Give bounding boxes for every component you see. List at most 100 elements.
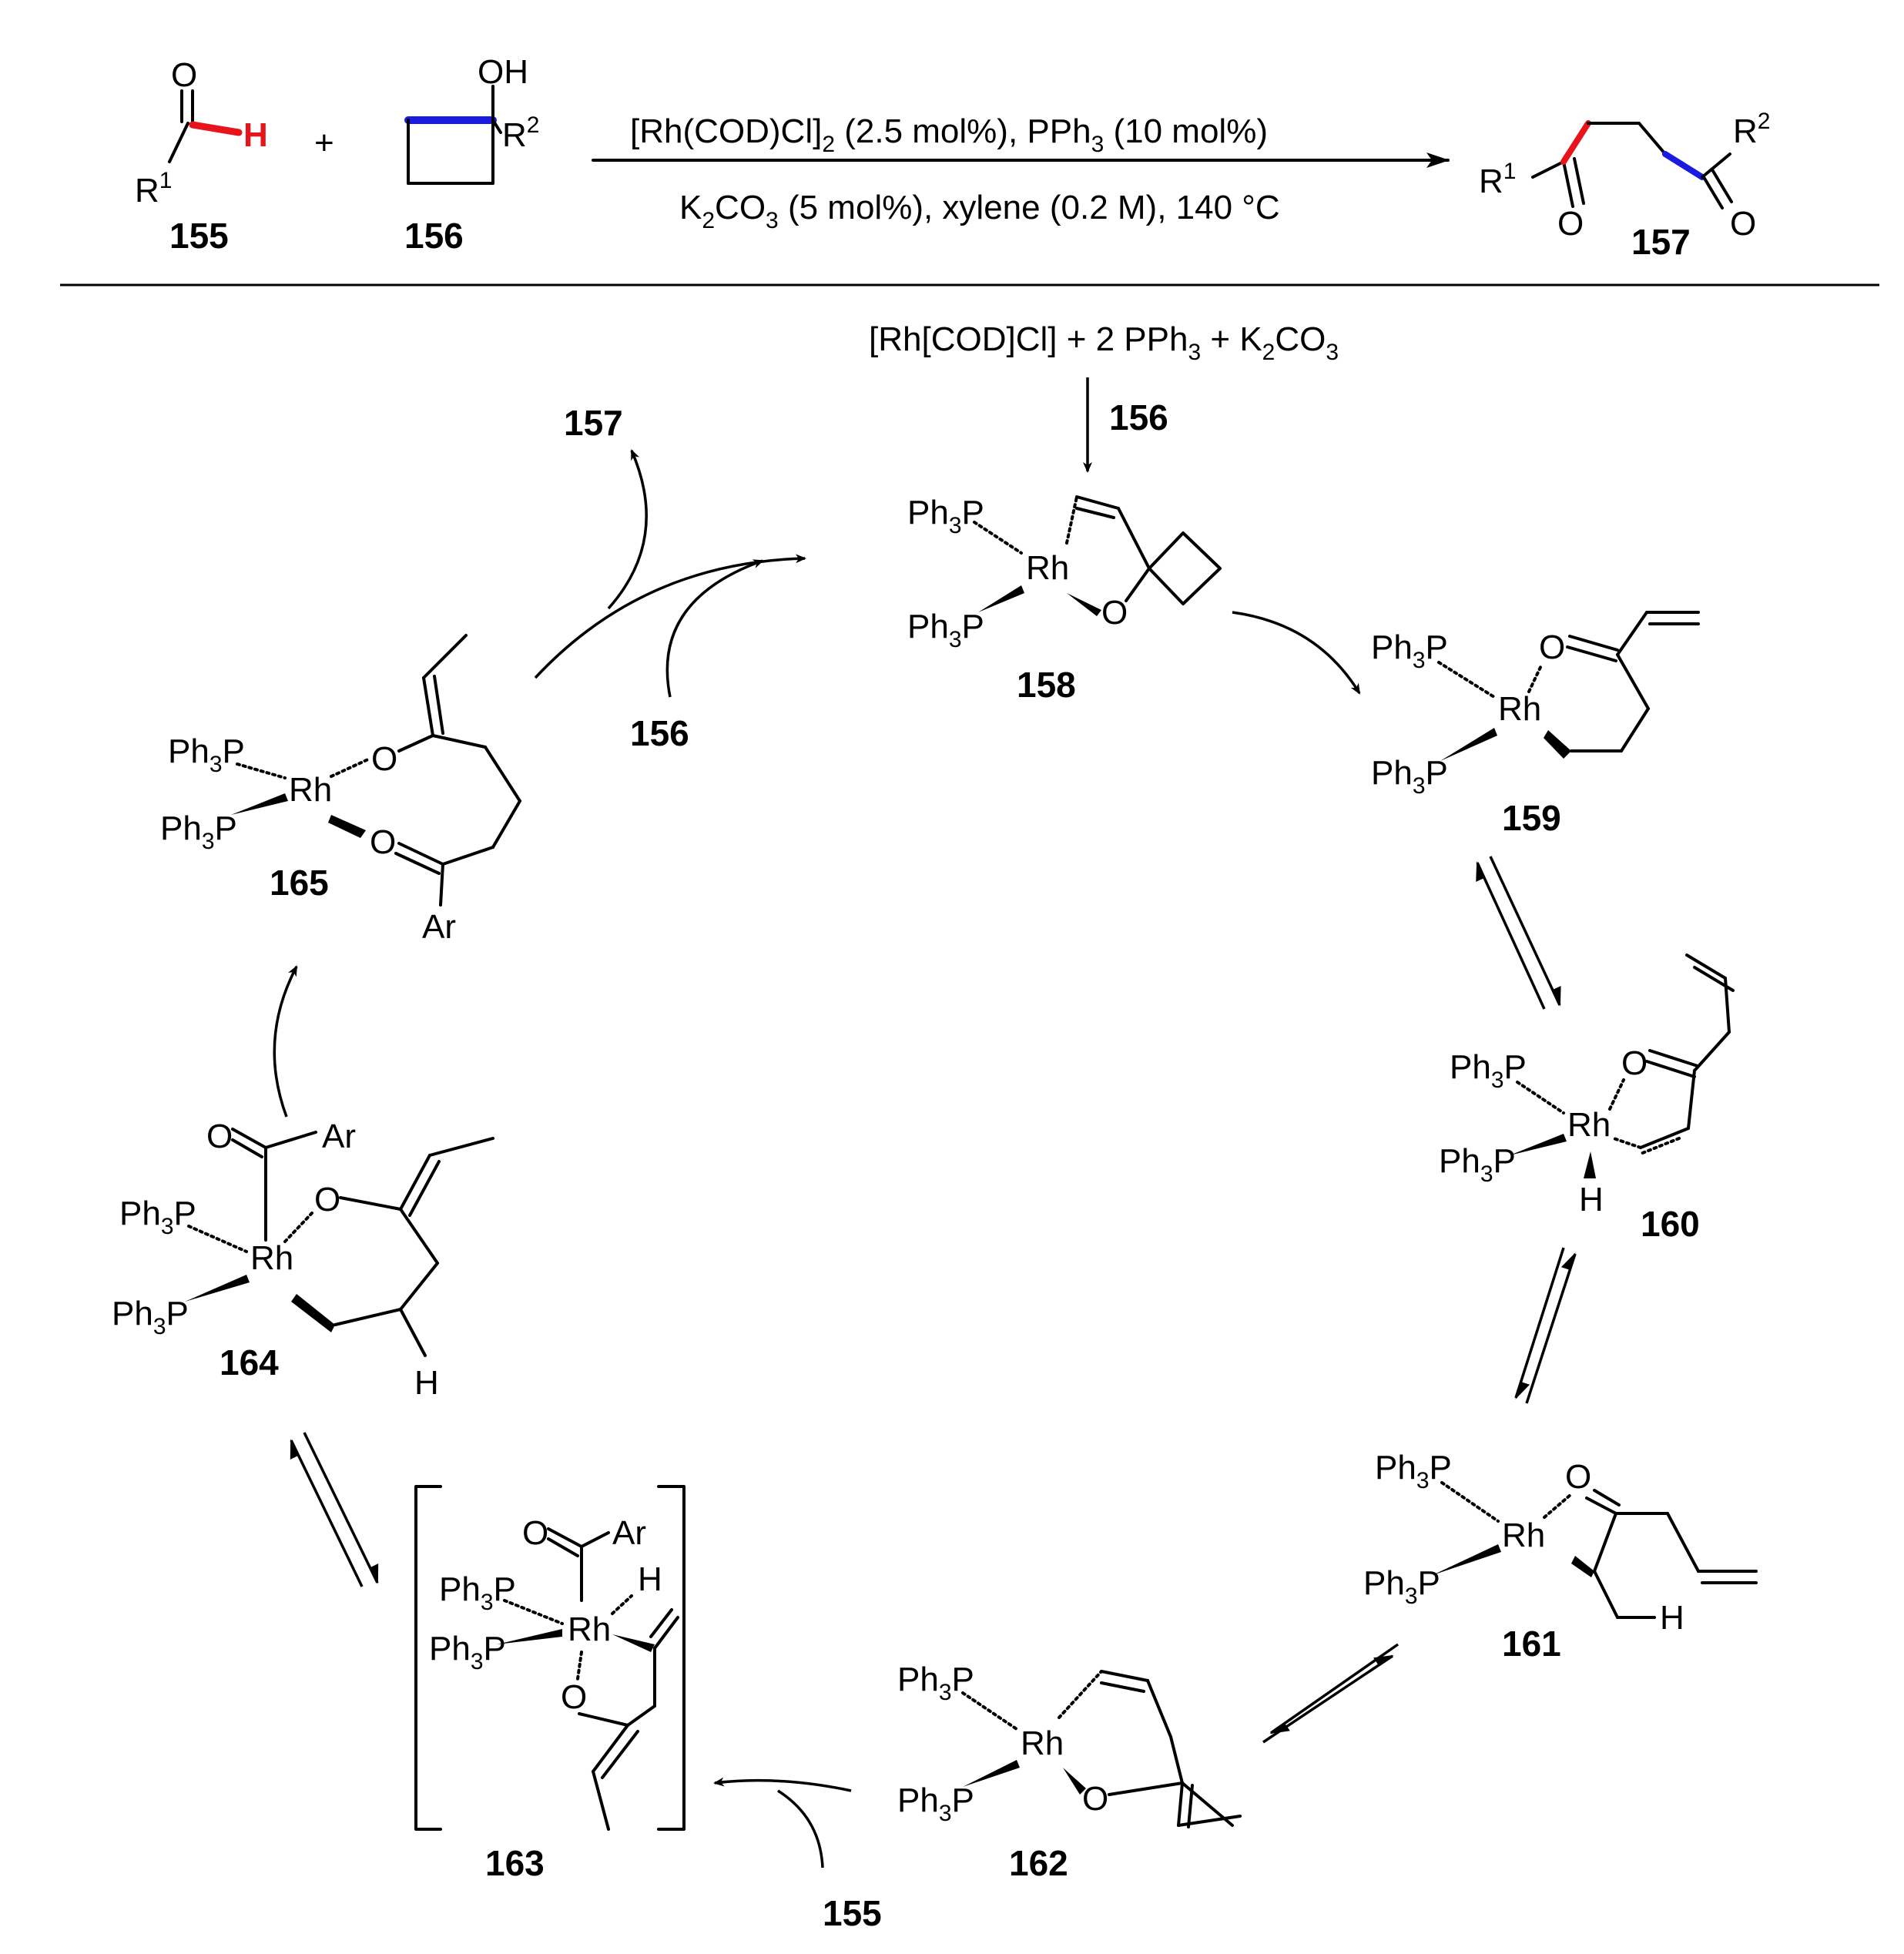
oxygen-atom: O	[1557, 205, 1584, 243]
in-156-label: 156	[630, 713, 689, 753]
pph3-label: Ph3P	[439, 1570, 516, 1615]
incoming-156-arrow	[665, 559, 764, 698]
r2-label: R2	[1733, 109, 1770, 150]
in-155-label: 155	[823, 1893, 882, 1933]
complex-158: Ph3P Ph3P Rh O 158	[907, 494, 1222, 705]
compound-158-label: 158	[1017, 665, 1076, 705]
complex-163: O Ar Ph3P Ph3P Rh H O 163	[414, 1485, 686, 1883]
reagent-line-2: K2CO3 (5 mol%), xylene (0.2 M), 140 °C	[679, 189, 1280, 233]
pph3-label: Ph3P	[1439, 1142, 1516, 1187]
oxygen-atom: O	[1730, 205, 1756, 243]
rhodium-atom: Rh	[1026, 549, 1069, 587]
hydrogen-label: H	[1660, 1599, 1684, 1637]
equilibrium-arrow	[303, 1432, 379, 1584]
left-bracket	[414, 1485, 442, 1831]
compound-156-label: 156	[404, 216, 464, 256]
aryl-label: Ar	[612, 1514, 646, 1552]
oxygen-atom: O	[1082, 1780, 1108, 1818]
pph3-label: Ph3P	[160, 809, 237, 854]
right-bracket	[657, 1485, 686, 1831]
oxygen-atom: O	[1621, 1044, 1648, 1082]
pph3-label: Ph3P	[429, 1630, 506, 1674]
equilibrium-arrow	[1514, 1247, 1565, 1399]
oxygen-atom: O	[1539, 628, 1565, 666]
equilibrium-arrow	[1262, 1654, 1394, 1744]
pph3-label: Ph3P	[1363, 1564, 1440, 1609]
pph3-label: Ph3P	[907, 608, 984, 652]
cycle-arrow	[1232, 611, 1361, 695]
product-release-arrow	[607, 449, 648, 610]
precatalyst-label: [Rh[COD]Cl] + 2 PPh3 + K2CO3	[869, 320, 1339, 365]
compound-160-label: 160	[1641, 1204, 1700, 1244]
compound-159-label: 159	[1502, 798, 1561, 838]
aryl-label: Ar	[422, 908, 456, 946]
incoming-155-arrow	[777, 1789, 824, 1869]
entry-156-label: 156	[1109, 397, 1168, 437]
pph3-label: Ph3P	[1371, 754, 1448, 799]
r2-label: R2	[502, 112, 539, 154]
oxygen-atom: O	[1101, 594, 1128, 632]
aryl-label: Ar	[322, 1118, 356, 1155]
pph3-label: Ph3P	[168, 732, 245, 777]
pph3-label: Ph3P	[1450, 1048, 1527, 1093]
equilibrium-arrow	[290, 1439, 364, 1587]
r1-label: R1	[1479, 159, 1516, 200]
oxygen-atom: O	[171, 56, 197, 94]
hydride-label: H	[1579, 1181, 1604, 1218]
oxygen-atom: O	[1565, 1458, 1591, 1496]
complex-161: Ph3P Ph3P Rh O H 161	[1363, 1449, 1758, 1664]
complex-164: O Ar Ph3P Ph3P Rh O H 164	[112, 1118, 494, 1402]
cycle-arrow	[273, 965, 298, 1118]
hydroxyl-label: OH	[478, 53, 528, 91]
rhodium-atom: Rh	[1498, 690, 1541, 728]
pph3-label: Ph3P	[119, 1195, 196, 1239]
compound-155-label: 155	[169, 216, 229, 256]
exit-157-label: 157	[564, 403, 623, 443]
rhodium-atom: Rh	[1567, 1106, 1611, 1144]
complex-159: Ph3P Ph3P Rh O 159	[1371, 611, 1700, 838]
diketone-157: R1 O O R2 157	[1479, 109, 1770, 262]
r1-label: R1	[135, 168, 172, 209]
equilibrium-arrow	[1476, 861, 1546, 1010]
pph3-label: Ph3P	[1375, 1449, 1452, 1493]
compound-165-label: 165	[270, 863, 329, 903]
pph3-label: Ph3P	[897, 1661, 974, 1705]
cycle-arrow	[534, 554, 806, 679]
cyclobutanol-156: OH R2 156	[404, 53, 539, 256]
compound-163-label: 163	[485, 1843, 545, 1883]
reagent-line-1: [Rh(COD)Cl]2 (2.5 mol%), PPh3 (10 mol%)	[630, 112, 1268, 157]
oxygen-atom: O	[314, 1181, 340, 1218]
equilibrium-arrow	[1489, 856, 1561, 1007]
hydrogen-label: H	[414, 1364, 439, 1402]
rhodium-atom: Rh	[289, 771, 332, 809]
rhodium-atom: Rh	[1021, 1724, 1064, 1762]
oxygen-atom: O	[371, 740, 397, 778]
rhodium-atom: Rh	[1502, 1517, 1545, 1554]
pph3-label: Ph3P	[1371, 628, 1448, 673]
rhodium-atom: Rh	[568, 1610, 611, 1648]
aldehyde-155: O H R1 155	[135, 56, 268, 256]
oxygen-atom: O	[370, 823, 396, 861]
rhodium-atom: Rh	[250, 1239, 293, 1277]
pph3-label: Ph3P	[907, 494, 984, 538]
complex-162: Ph3P Ph3P Rh O 162	[897, 1661, 1242, 1883]
compound-161-label: 161	[1502, 1624, 1561, 1664]
compound-157-label: 157	[1631, 222, 1691, 262]
equilibrium-arrow	[1525, 1252, 1577, 1404]
cycle-arrow	[713, 1777, 852, 1792]
oxygen-atom: O	[206, 1118, 233, 1155]
equilibrium-arrow	[1269, 1643, 1400, 1734]
oxygen-atom: O	[561, 1678, 587, 1716]
plus-sign: +	[314, 124, 334, 162]
compound-164-label: 164	[220, 1342, 279, 1383]
aldehyde-hydrogen: H	[243, 116, 268, 154]
compound-162-label: 162	[1009, 1843, 1068, 1883]
pph3-label: Ph3P	[897, 1781, 974, 1826]
complex-160: Ph3P Ph3P Rh H O 160	[1439, 954, 1735, 1244]
pph3-label: Ph3P	[112, 1295, 189, 1339]
complex-165: Ph3P Ph3P Rh O O Ar 165	[160, 634, 521, 946]
oxygen-atom: O	[522, 1514, 548, 1552]
hydride-label: H	[638, 1560, 662, 1598]
